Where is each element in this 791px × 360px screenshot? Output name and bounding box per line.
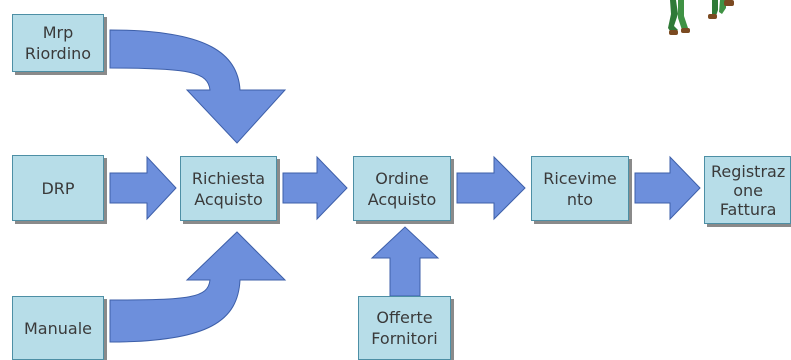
figure-right bbox=[708, 0, 734, 19]
arrow-manuale-to-richiesta bbox=[109, 231, 287, 343]
node-drp: DRP bbox=[12, 155, 104, 221]
node-richiesta-acquisto: Richiesta Acquisto bbox=[180, 156, 277, 221]
node-offerte-fornitori: Offerte Fornitori bbox=[358, 296, 451, 360]
node-mrp-riordino: Mrp Riordino bbox=[12, 14, 104, 72]
arrow-drp-to-richiesta bbox=[109, 155, 177, 221]
arrow-ordine-to-ricevimento bbox=[456, 155, 526, 221]
figure-left bbox=[668, 0, 690, 35]
node-ricevimento: Ricevime nto bbox=[531, 156, 629, 221]
walking-figures-clipart bbox=[668, 0, 734, 35]
node-registrazione-fattura: Registraz one Fattura bbox=[704, 156, 791, 224]
arrow-mrp-to-richiesta bbox=[109, 29, 287, 144]
arrow-offerte-to-ordine bbox=[370, 226, 440, 297]
arrow-richiesta-to-ordine bbox=[282, 155, 348, 221]
node-manuale: Manuale bbox=[12, 296, 104, 360]
arrow-ricevimento-to-registrazione bbox=[634, 155, 701, 221]
node-ordine-acquisto: Ordine Acquisto bbox=[353, 156, 451, 221]
